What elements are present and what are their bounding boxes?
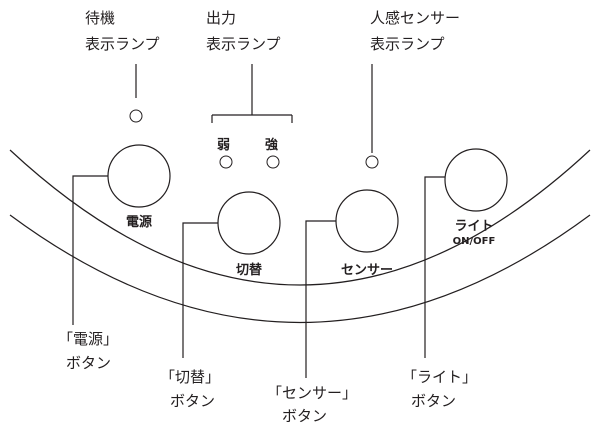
light-button-label: ライト bbox=[454, 219, 493, 234]
switch-callout-line1: 「切替」 bbox=[160, 368, 220, 386]
sensor-button-label: センサー bbox=[341, 263, 393, 278]
output-weak-lamp bbox=[219, 155, 233, 169]
panel-outer-arc bbox=[9, 149, 591, 286]
sensor-lamp bbox=[365, 155, 379, 169]
output-label-line2: 表示ランプ bbox=[206, 35, 281, 53]
power-button-label: 電源 bbox=[126, 214, 152, 230]
output-strong-label: 強 bbox=[265, 137, 278, 153]
standby-label-line1: 待機 bbox=[85, 9, 115, 27]
power-callout-line1: 「電源」 bbox=[58, 330, 118, 348]
panel-inner-arc bbox=[9, 214, 591, 324]
sensor-lamp-label-line1: 人感センサー bbox=[370, 9, 460, 27]
switch-callout-line2: ボタン bbox=[170, 392, 215, 410]
light-callout-line1: 「ライト」 bbox=[402, 368, 477, 386]
light-callout-leader bbox=[424, 176, 445, 358]
standby-label-line2: 表示ランプ bbox=[85, 35, 160, 53]
sensor-callout-line2: ボタン bbox=[282, 407, 327, 425]
sensor-callout-leader bbox=[305, 220, 336, 378]
switch-button[interactable] bbox=[217, 191, 281, 255]
power-callout-leader bbox=[72, 175, 108, 325]
sensor-button[interactable] bbox=[335, 189, 399, 253]
switch-callout-leader bbox=[182, 222, 218, 358]
output-strong-lamp bbox=[266, 155, 280, 169]
sensor-lamp-label-line2: 表示ランプ bbox=[370, 35, 445, 53]
light-button[interactable] bbox=[444, 148, 508, 212]
power-callout-line2: ボタン bbox=[66, 354, 111, 372]
light-button-sublabel: ON/OFF bbox=[453, 236, 496, 247]
output-label-line1: 出力 bbox=[206, 9, 236, 27]
switch-button-label: 切替 bbox=[236, 262, 263, 278]
power-button[interactable] bbox=[107, 144, 171, 208]
standby-lamp bbox=[129, 109, 143, 123]
output-weak-label: 弱 bbox=[217, 137, 230, 153]
light-callout-line2: ボタン bbox=[411, 392, 456, 410]
sensor-callout-line1: 「センサー」 bbox=[267, 384, 357, 402]
